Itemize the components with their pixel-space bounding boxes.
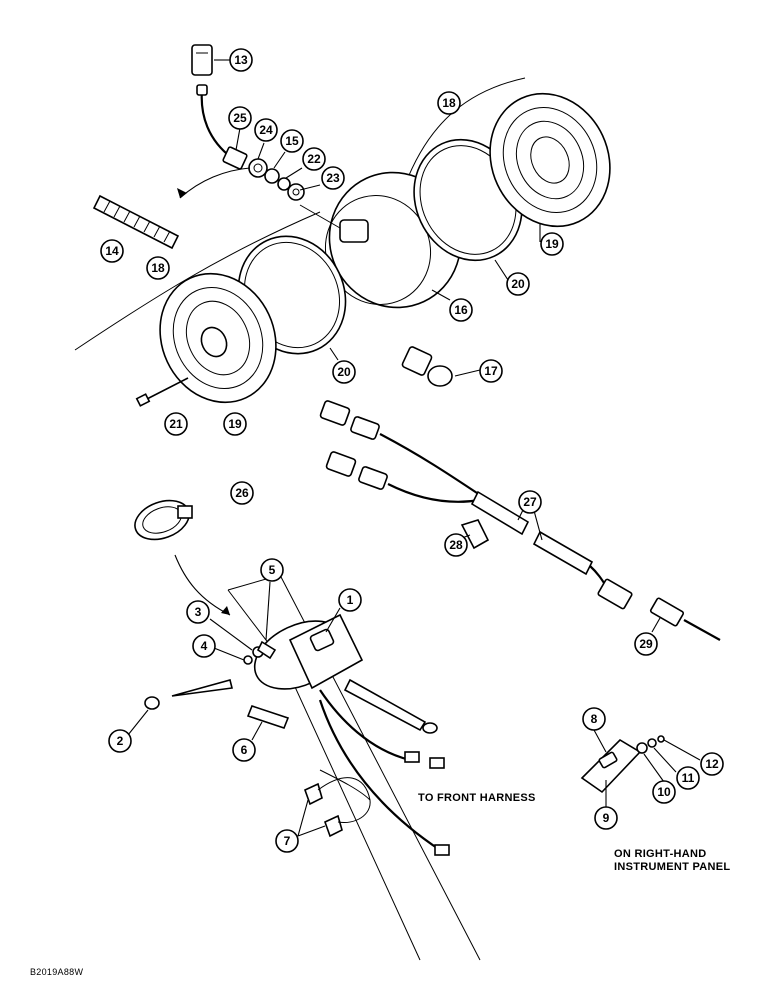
callout-5: 5 (260, 558, 284, 582)
svg-text:15: 15 (285, 134, 299, 148)
turn-signal-switch (288, 613, 450, 856)
callout-21: 21 (164, 412, 188, 436)
right-hand-note-line-1: ON RIGHT-HAND (614, 848, 707, 860)
callout-25: 25 (228, 106, 252, 130)
callout-27: 27 (518, 490, 542, 514)
callout-20-lower: 20 (332, 360, 356, 384)
svg-text:16: 16 (454, 303, 468, 317)
svg-text:17: 17 (484, 364, 498, 378)
drawing-number: B2019A88W (30, 967, 84, 977)
svg-text:8: 8 (591, 712, 598, 726)
right-hand-panel-parts (580, 735, 665, 794)
svg-text:11: 11 (682, 771, 695, 785)
callout-20-upper: 20 (506, 272, 530, 296)
right-hand-note-line-2: INSTRUMENT PANEL (614, 861, 731, 873)
svg-text:2: 2 (117, 734, 124, 748)
callout-9: 9 (594, 806, 618, 830)
lamp-lenses (159, 92, 611, 404)
svg-text:10: 10 (657, 785, 671, 799)
callout-19-upper: 19 (540, 232, 564, 256)
callout-8: 8 (582, 707, 606, 731)
svg-text:6: 6 (241, 743, 248, 757)
callout-23: 23 (321, 166, 345, 190)
callout-29: 29 (634, 632, 658, 656)
callout-18-upper: 18 (437, 91, 461, 115)
callout-16: 16 (449, 298, 473, 322)
stud-hardware (222, 146, 305, 201)
callout-24: 24 (254, 118, 278, 142)
callout-6: 6 (232, 738, 256, 762)
callout-22: 22 (302, 147, 326, 171)
pin-6 (246, 705, 290, 729)
hose-clamp (134, 499, 231, 616)
callout-17: 17 (479, 359, 503, 383)
svg-text:9: 9 (603, 811, 610, 825)
callout-26: 26 (230, 481, 254, 505)
svg-text:14: 14 (105, 244, 119, 258)
callout-10: 10 (652, 780, 676, 804)
callout-28: 28 (444, 533, 468, 557)
svg-text:13: 13 (234, 53, 248, 67)
svg-text:22: 22 (307, 152, 321, 166)
callout-2: 2 (108, 729, 132, 753)
svg-text:20: 20 (337, 365, 351, 379)
callout-19-lower: 19 (223, 412, 247, 436)
svg-text:18: 18 (151, 261, 165, 275)
svg-text:21: 21 (169, 417, 183, 431)
switch-fasteners (144, 640, 277, 710)
right-hand-panel-note: ON RIGHT-HAND INSTRUMENT PANEL (614, 848, 730, 874)
svg-text:19: 19 (228, 417, 242, 431)
svg-text:27: 27 (523, 495, 537, 509)
svg-text:24: 24 (259, 123, 273, 137)
callout-3: 3 (186, 600, 210, 624)
svg-text:7: 7 (284, 834, 291, 848)
callout-15: 15 (280, 129, 304, 153)
callout-13: 13 (229, 48, 253, 72)
svg-text:3: 3 (195, 605, 202, 619)
svg-text:1: 1 (347, 593, 354, 607)
front-harness-note: TO FRONT HARNESS (418, 792, 536, 804)
callout-7: 7 (275, 829, 299, 853)
callout-1: 1 (338, 588, 362, 612)
svg-text:29: 29 (639, 637, 653, 651)
svg-text:5: 5 (269, 563, 276, 577)
lamp-harness (319, 400, 633, 610)
lamp-bulb (401, 346, 453, 387)
svg-text:20: 20 (511, 277, 525, 291)
svg-text:4: 4 (201, 639, 208, 653)
svg-text:12: 12 (705, 757, 719, 771)
svg-text:23: 23 (326, 171, 340, 185)
lens-screw (135, 377, 189, 407)
callout-4: 4 (192, 634, 216, 658)
harness-connector (649, 597, 721, 641)
svg-text:19: 19 (545, 237, 559, 251)
callout-14: 14 (100, 239, 124, 263)
callout-11: 11 (676, 766, 700, 790)
svg-text:28: 28 (449, 538, 463, 552)
column-clips (304, 769, 371, 838)
svg-text:18: 18 (442, 96, 456, 110)
svg-text:26: 26 (235, 486, 249, 500)
callout-12: 12 (700, 752, 724, 776)
wire-conduit (92, 167, 251, 250)
callout-18-lower: 18 (146, 256, 170, 280)
svg-text:25: 25 (233, 111, 247, 125)
harness-clip (460, 519, 490, 550)
connector-plug (191, 44, 233, 159)
